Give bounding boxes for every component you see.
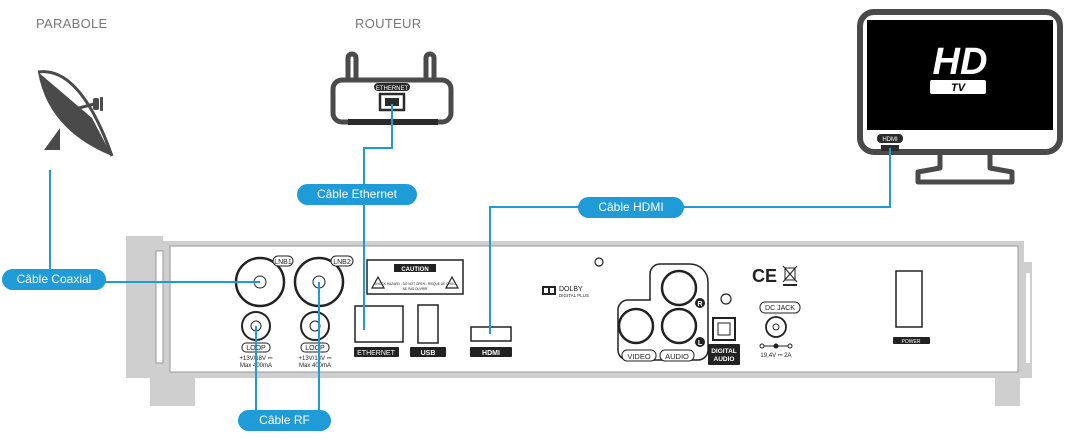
hdmi-cable-line	[489, 148, 891, 334]
caution-title: CAUTION	[401, 267, 428, 273]
loop-label-2: LOOP	[305, 345, 325, 352]
video-label: VIDEO	[627, 352, 651, 361]
dc-spec-label: 19,4V ⎓ 2A	[760, 353, 791, 359]
caution-text-2: NE PAS OUVRIR	[403, 287, 428, 291]
audio-label: AUDIO	[665, 352, 689, 361]
digital-audio-label-1: DIGITAL	[711, 348, 737, 355]
lnb-spec-2a: +13V/18V ⎓	[299, 356, 332, 362]
hdmi-cable-label: Câble HDMI	[578, 197, 684, 218]
receiver-ethernet-port: ETHERNET	[354, 305, 404, 357]
dc-jack-label: DC JACK	[765, 305, 795, 312]
weee-bin-icon	[782, 265, 798, 286]
tv-tv-logo: TV	[951, 82, 967, 94]
av-connector-group: R L VIDEO AUDIO	[617, 263, 709, 362]
dolby-text-1: DOLBY	[559, 286, 583, 293]
tv-port-label: HDMI	[882, 137, 898, 143]
av-l-label: L	[698, 340, 703, 347]
receiver-usb-port: USB	[410, 304, 446, 357]
av-small-hole	[720, 293, 732, 305]
lnb-spec-2b: Max 400mA	[299, 363, 331, 369]
digital-audio-port: DIGITAL AUDIO	[708, 317, 740, 365]
screw-hole	[594, 257, 604, 267]
hdmi-port-label: HDMI	[482, 350, 500, 357]
digital-audio-label-2: AUDIO	[714, 356, 735, 363]
usb-port-label: USB	[421, 350, 436, 357]
power-label: POWER	[902, 339, 921, 345]
coaxial-cable-label: Câble Coaxial	[2, 269, 106, 290]
satellite-dish-icon	[37, 70, 114, 157]
dolby-text-2: DIGITAL PLUS	[559, 293, 589, 298]
ethernet-port-label: ETHERNET	[357, 350, 395, 357]
av-r-label: R	[697, 301, 702, 308]
ce-mark-icon: CE	[752, 266, 777, 286]
hd-tv-icon: HD TV HDMI	[857, 9, 1063, 185]
dish-caption: PARABOLE	[36, 16, 108, 31]
ethernet-cable-label: Câble Ethernet	[297, 184, 417, 205]
power-switch: POWER	[893, 270, 930, 345]
dc-jack: DC JACK 19,4V ⎓ 2A	[759, 301, 801, 359]
lnb2-label: LNB2	[333, 259, 351, 266]
tv-hd-logo: HD	[933, 41, 988, 83]
dolby-logo-icon: DOLBY DIGITAL PLUS	[542, 286, 589, 298]
loop-connector-2: LOOP +13V/18V ⎓ Max 400mA	[299, 311, 332, 369]
ethernet-cable-line	[363, 104, 393, 330]
router-caption: ROUTEUR	[355, 16, 422, 31]
lnb1-label: LNB1	[274, 259, 292, 266]
router-port-label: ETHERNET	[376, 86, 409, 92]
caution-text: SHOCK HAZARD - DO NOT OPEN - RISQUE DE C…	[374, 282, 456, 286]
caution-label: CAUTION SHOCK HAZARD - DO NOT OPEN - RIS…	[366, 259, 464, 295]
rf-cable-label: Câble RF	[238, 410, 331, 431]
